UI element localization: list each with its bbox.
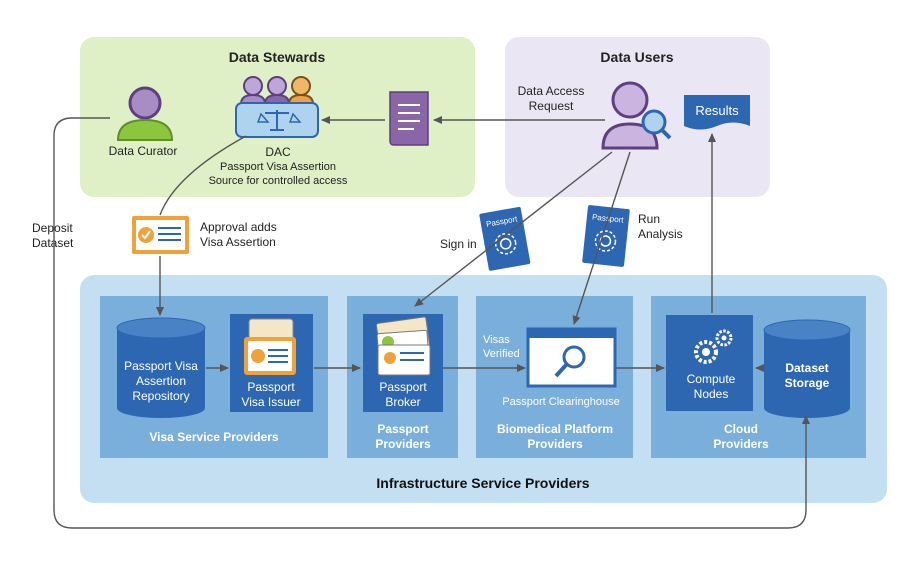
data-access-request-label-2: Request — [529, 99, 574, 113]
deposit-dataset-label-1: Deposit — [32, 221, 73, 235]
data-stewards-title: Data Stewards — [229, 49, 326, 65]
dac-group-icon — [235, 76, 319, 138]
dac-subtitle-2: Source for controlled access — [209, 175, 348, 187]
passport-broker-label-2: Broker — [385, 395, 420, 409]
gears-icon — [694, 329, 733, 364]
biomedical-providers-title-1: Biomedical Platform — [497, 422, 613, 436]
dac-subtitle-1: Passport Visa Assertion — [220, 161, 336, 173]
passport-providers-title-2: Providers — [375, 437, 431, 451]
data-users-group — [505, 37, 770, 197]
visa-issuer-label-2: Visa Issuer — [241, 395, 300, 409]
repository-label-3: Repository — [132, 389, 189, 403]
passport-providers-title-1: Passport — [377, 422, 428, 436]
passport-broker-cards-icon — [375, 316, 431, 376]
results-document-icon — [684, 95, 750, 130]
run-analysis-label-1: Run — [638, 212, 660, 226]
clearinghouse-window-icon — [526, 327, 617, 388]
data-curator-label: Data Curator — [109, 144, 178, 158]
approval-card-icon — [132, 216, 189, 254]
dataset-storage-label-2: Storage — [785, 376, 830, 390]
arrow-user-sign-in — [414, 151, 613, 307]
dataset-storage-cylinder-icon — [763, 319, 851, 418]
approval-label-2: Visa Assertion — [200, 235, 276, 249]
request-document-icon — [389, 91, 429, 146]
visa-repository-cylinder-icon — [116, 317, 206, 418]
visa-card-icon — [244, 318, 296, 375]
line-dac-to-approval — [159, 135, 247, 216]
data-users-title: Data Users — [600, 49, 673, 65]
visas-verified-label-2: Verified — [483, 348, 520, 360]
arrow-deposit-dataset — [53, 117, 810, 529]
dataset-storage-label-1: Dataset — [785, 361, 828, 375]
deposit-dataset-label-2: Dataset — [32, 236, 74, 250]
clearinghouse-label: Passport Clearinghouse — [502, 396, 619, 408]
data-curator-icon — [116, 86, 174, 141]
data-access-request-label-1: Data Access — [518, 84, 585, 98]
biomedical-providers-title-2: Providers — [527, 437, 583, 451]
visas-verified-label-1: Visas — [483, 334, 510, 346]
repository-label-1: Passport Visa — [124, 359, 198, 373]
results-label: Results — [695, 103, 739, 118]
passport-broker-label-1: Passport — [379, 380, 427, 394]
passport-run-analysis-icon: Passport — [582, 205, 630, 267]
compute-nodes-label-2: Nodes — [694, 387, 729, 401]
visa-service-providers-title: Visa Service Providers — [149, 430, 279, 444]
visa-issuer-label-1: Passport — [247, 380, 295, 394]
sign-in-label: Sign in — [440, 237, 477, 251]
dac-label: DAC — [265, 145, 291, 159]
run-analysis-label-2: Analysis — [638, 227, 683, 241]
passport-sign-in-icon: Passport — [479, 206, 531, 271]
cloud-providers-title-2: Providers — [713, 437, 769, 451]
data-user-icon — [601, 81, 672, 150]
approval-label-1: Approval adds — [200, 220, 277, 234]
cloud-providers-title-1: Cloud — [724, 422, 758, 436]
arrow-user-run-analysis — [572, 151, 631, 325]
repository-label-2: Assertion — [136, 374, 186, 388]
infrastructure-title: Infrastructure Service Providers — [376, 475, 589, 491]
compute-nodes-label-1: Compute — [687, 372, 736, 386]
